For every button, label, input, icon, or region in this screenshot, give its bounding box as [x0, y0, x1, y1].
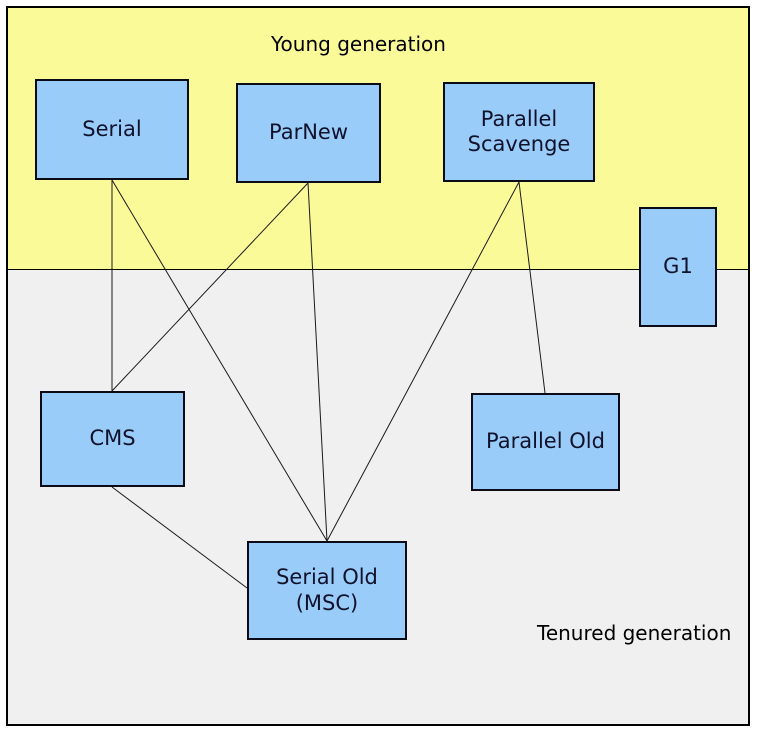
node-parallel-scavenge: Parallel Scavenge [443, 82, 595, 182]
node-g1: G1 [639, 207, 717, 327]
node-parallel-old: Parallel Old [471, 393, 620, 491]
tenured-generation-title: Tenured generation [537, 621, 732, 645]
node-parnew: ParNew [236, 83, 381, 183]
tenured-generation-region [8, 270, 748, 724]
node-cms: CMS [40, 391, 185, 487]
node-label: Serial [82, 116, 142, 141]
node-serial: Serial [35, 79, 189, 180]
node-label: G1 [663, 254, 693, 279]
node-label: Parallel Old [486, 429, 605, 454]
young-generation-title: Young generation [271, 32, 446, 56]
node-serial-old: Serial Old (MSC) [247, 541, 407, 640]
node-label: Parallel Scavenge [467, 106, 571, 156]
node-label: CMS [89, 426, 136, 451]
node-label: Serial Old (MSC) [276, 565, 378, 615]
node-label: ParNew [268, 120, 349, 145]
